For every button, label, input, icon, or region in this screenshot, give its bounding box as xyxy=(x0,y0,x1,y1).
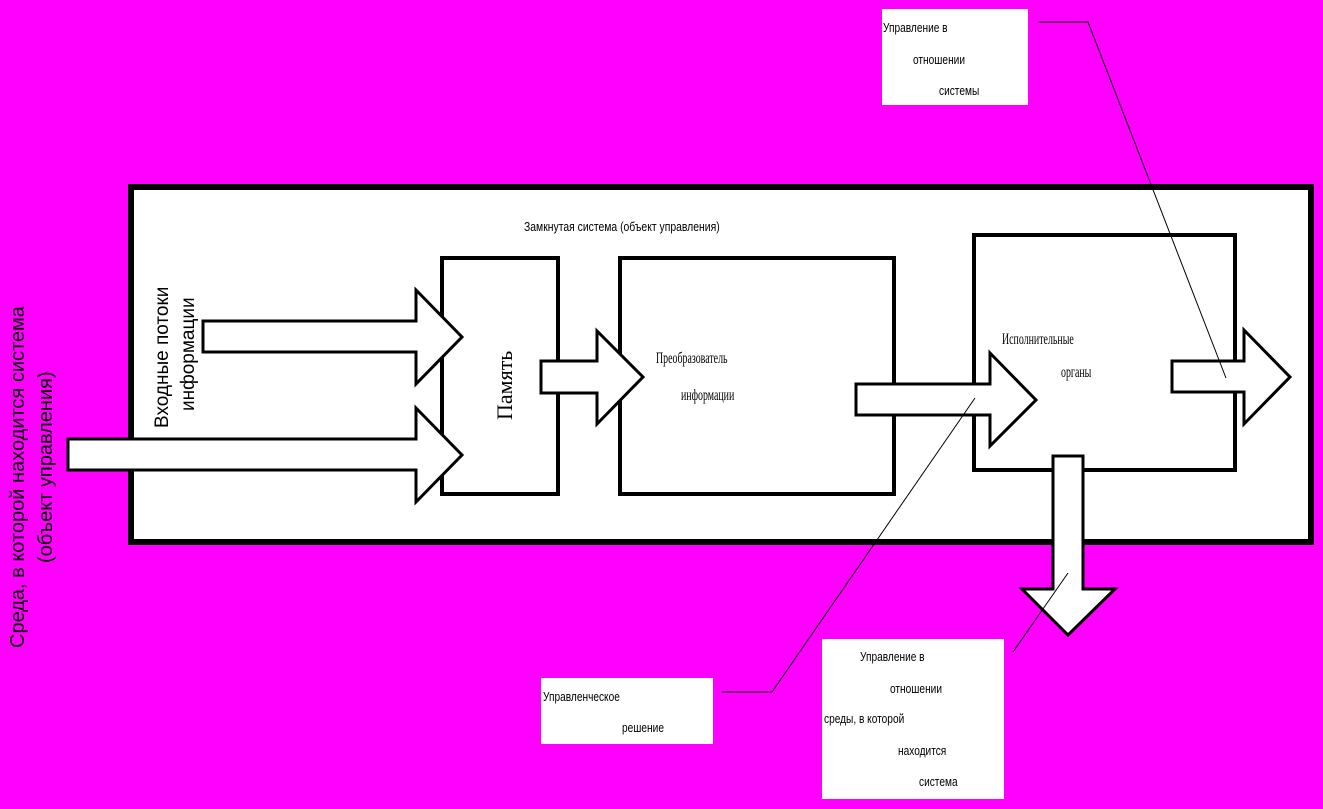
actuators-label-line1: Исполнительные xyxy=(1002,330,1074,348)
leader-line-system-control xyxy=(1038,21,1227,379)
leader-line-env-control xyxy=(1012,572,1069,653)
environment-label-line2: (объект управления) xyxy=(35,371,57,563)
note-env-control-line1: Управление в xyxy=(860,649,925,664)
converter-label-line1: Преобразователь xyxy=(656,349,728,367)
note-env-control-line4: находится xyxy=(898,743,947,758)
note-decision-line1: Управленческое xyxy=(543,689,620,704)
converter-label-line2: информации xyxy=(681,386,734,404)
actuators-label-line2: органы xyxy=(1061,363,1091,381)
environment-label: Среда, в которой находится система (объе… xyxy=(7,305,57,648)
memory-label: Память xyxy=(492,351,517,420)
environment-label-line1: Среда, в которой находится система xyxy=(7,305,29,648)
note-decision: Управленческое решение xyxy=(541,678,713,744)
converter-block xyxy=(618,256,896,496)
input-arrow-upper xyxy=(201,286,465,388)
note-system-control-line1: Управление в xyxy=(883,20,948,35)
note-env-control-line3: среды, в которой xyxy=(824,711,905,726)
note-env-control-line5: система xyxy=(919,774,958,789)
note-env-control-line2: отношении xyxy=(890,681,943,696)
input-flows-label-line2: информации xyxy=(178,297,199,411)
note-system-control-line3: системы xyxy=(939,83,980,98)
actuators-block xyxy=(972,233,1237,472)
note-system-control: Управление в отношении системы xyxy=(882,9,1028,105)
output-arrow-down xyxy=(1018,454,1119,638)
closed-system-label: Замкнутая система (объект управления) xyxy=(524,220,720,234)
note-decision-line2: решение xyxy=(622,720,664,735)
converter-to-actuators-arrow xyxy=(854,349,1039,450)
input-arrow-lower xyxy=(66,404,465,506)
input-flows-label-line1: Входные потоки xyxy=(152,287,173,428)
output-arrow-right xyxy=(1170,326,1293,428)
note-system-control-line2: отношении xyxy=(913,52,966,67)
leader-line-decision xyxy=(722,397,976,693)
memory-to-converter-arrow xyxy=(539,327,646,428)
note-env-control: Управление в отношении среды, в которой … xyxy=(822,639,1004,799)
memory-label-text: Память xyxy=(492,351,517,420)
input-flows-label: Входные потоки информации xyxy=(152,287,199,428)
